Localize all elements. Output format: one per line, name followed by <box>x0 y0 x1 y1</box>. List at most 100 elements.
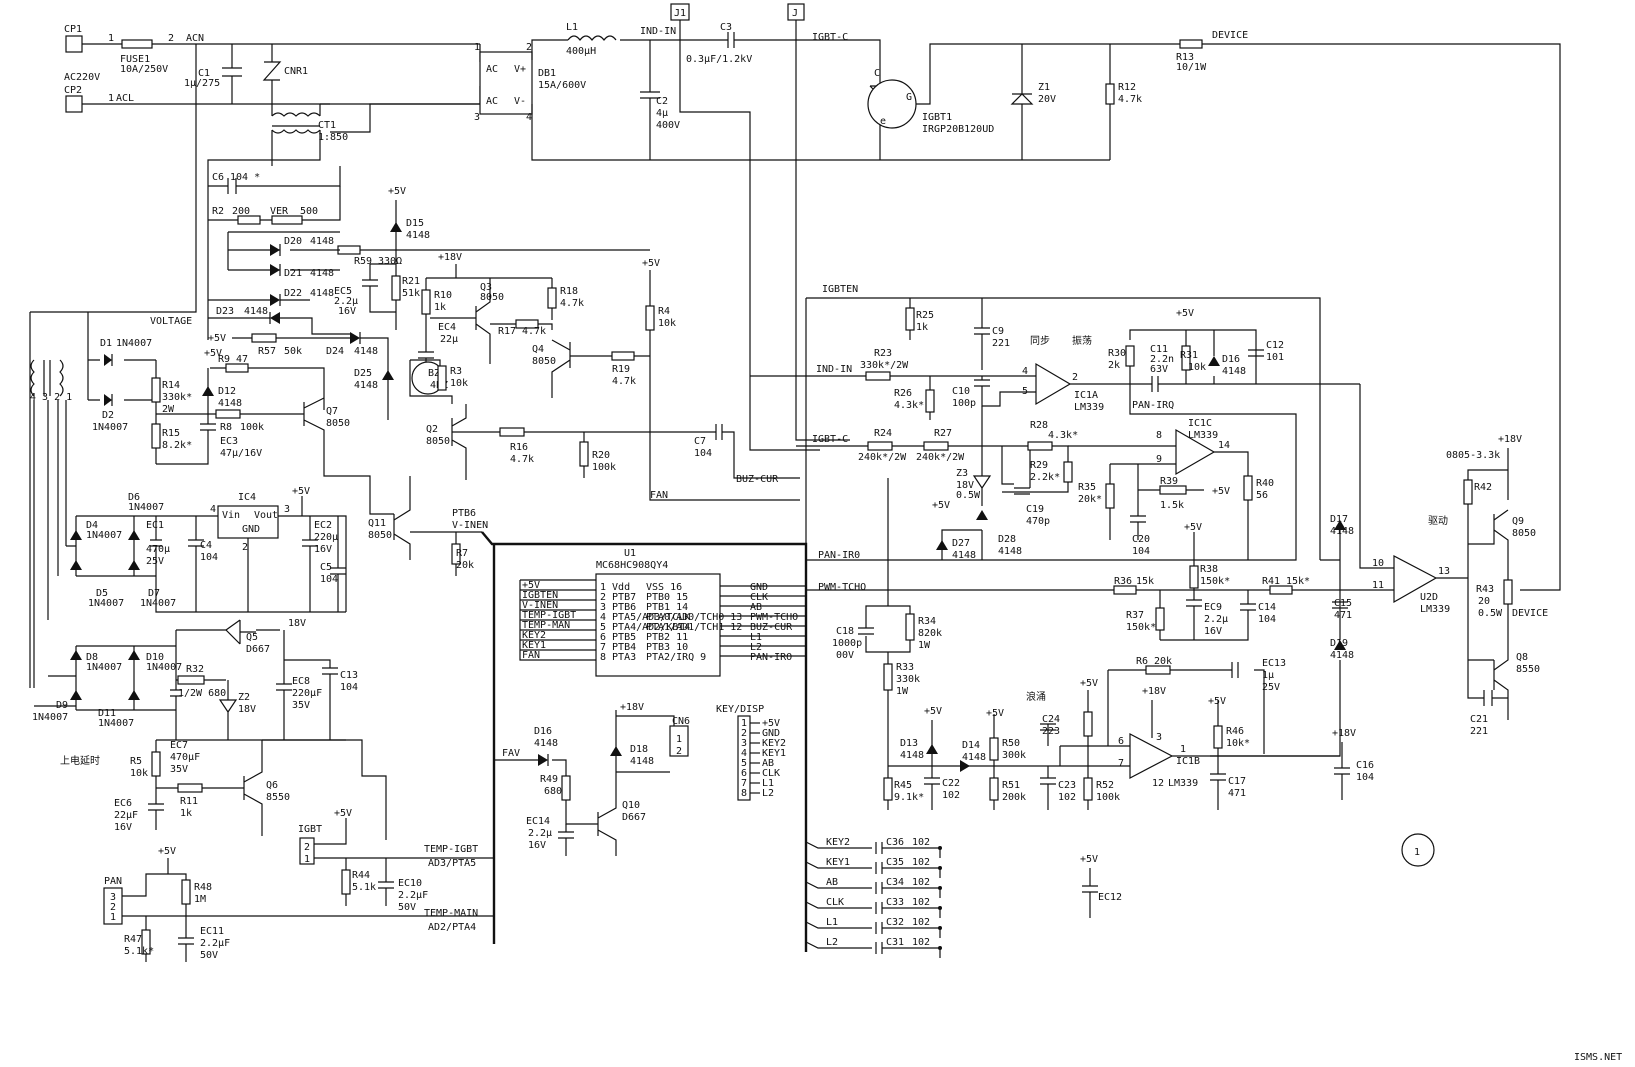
svg-text:50V: 50V <box>200 950 218 961</box>
svg-text:R42: R42 <box>1474 482 1492 493</box>
svg-text:GND: GND <box>750 582 768 593</box>
svg-text:IGBT-C: IGBT-C <box>812 434 848 445</box>
junction-dot <box>938 886 942 890</box>
svg-text:LM339: LM339 <box>1074 402 1104 413</box>
r34 <box>905 613 915 641</box>
svg-text:+5V: +5V <box>986 708 1004 719</box>
svg-text:1/2W 680: 1/2W 680 <box>178 688 226 699</box>
r47 <box>141 929 151 955</box>
svg-text:104: 104 <box>1132 546 1150 557</box>
svg-text:PWM-TCHO: PWM-TCHO <box>750 612 798 623</box>
svg-text:8050: 8050 <box>480 292 504 303</box>
c1-value: 1μ/275 <box>184 78 220 89</box>
svg-text:PAN-IR0: PAN-IR0 <box>818 550 860 561</box>
db1-value: 15A/600V <box>538 80 586 91</box>
svg-text:D21: D21 <box>284 268 302 279</box>
svg-text:35V: 35V <box>292 700 310 711</box>
r10 <box>421 289 431 315</box>
svg-text:1: 1 <box>676 734 682 745</box>
svg-text:2.2μ: 2.2μ <box>1204 614 1228 625</box>
svg-text:TEMP-IGBT: TEMP-IGBT <box>522 610 576 621</box>
svg-text:C19: C19 <box>1026 504 1044 515</box>
svg-text:8550: 8550 <box>1516 664 1540 675</box>
r12 <box>1105 83 1115 105</box>
r32 <box>177 675 205 685</box>
aux-power-supply: VOLTAGE D1 1N4007 D2 1N4007 4 3 2 1 +5V … <box>29 44 394 840</box>
svg-text:IGBTEN: IGBTEN <box>522 590 558 601</box>
c1-ref: C1 <box>198 68 210 79</box>
svg-text:振荡: 振荡 <box>1072 334 1092 347</box>
svg-text:25V: 25V <box>146 556 164 567</box>
key-cap-wire <box>805 901 941 918</box>
fuse1-ref: FUSE1 <box>120 54 150 65</box>
junction-dot <box>938 846 942 850</box>
svg-text:TEMP-MAIN: TEMP-MAIN <box>424 908 478 919</box>
r52 <box>1083 777 1093 801</box>
svg-text:+5V: +5V <box>208 333 226 344</box>
svg-text:AC: AC <box>486 96 498 107</box>
svg-text:1: 1 <box>474 42 480 53</box>
svg-text:R23: R23 <box>874 348 892 359</box>
svg-text:2.2k*: 2.2k* <box>1030 472 1060 483</box>
cn6-connector <box>669 725 689 757</box>
r25 <box>905 307 915 331</box>
svg-text:D10: D10 <box>146 652 164 663</box>
svg-text:KEY/DISP: KEY/DISP <box>716 704 764 715</box>
ic1a-comparator <box>1035 362 1072 406</box>
svg-text:Q4: Q4 <box>532 344 544 355</box>
svg-text:4.3k*: 4.3k* <box>1048 430 1078 441</box>
svg-text:+5V: +5V <box>1208 696 1226 707</box>
svg-text:1N4007: 1N4007 <box>32 712 68 723</box>
c6-label: C6 <box>212 172 224 183</box>
svg-text:LM339: LM339 <box>1420 604 1450 615</box>
svg-text:1N4007: 1N4007 <box>86 662 122 673</box>
ic4-regulator <box>217 505 279 539</box>
svg-text:4148: 4148 <box>1330 526 1354 537</box>
svg-text:16V: 16V <box>314 544 332 555</box>
current-sense: C6 104 * R2 200 VER 500 D20 4148 D21 414… <box>208 166 650 420</box>
svg-text:+5V: +5V <box>292 486 310 497</box>
svg-text:12: 12 <box>1152 778 1164 789</box>
svg-text:AB: AB <box>750 602 762 613</box>
r12-value: 4.7k <box>1118 94 1142 105</box>
svg-text:EC9: EC9 <box>1204 602 1222 613</box>
key-cap-ref: C35 <box>886 857 904 868</box>
svg-text:4.7k: 4.7k <box>612 376 636 387</box>
svg-text:J1: J1 <box>674 8 686 19</box>
svg-text:330k: 330k <box>896 674 920 685</box>
svg-text:D6: D6 <box>128 492 140 503</box>
svg-text:Z3: Z3 <box>956 468 968 479</box>
svg-text:C21: C21 <box>1470 714 1488 725</box>
svg-text:240k*/2W: 240k*/2W <box>858 452 907 463</box>
svg-text:PAN-IRO: PAN-IRO <box>750 652 792 663</box>
svg-text:Q3: Q3 <box>480 282 492 293</box>
key-cap-net: L1 <box>826 917 838 928</box>
key-cap-wire <box>805 921 941 938</box>
svg-text:e: e <box>880 116 886 127</box>
svg-text:C7: C7 <box>694 436 706 447</box>
svg-text:Vout: Vout <box>254 510 278 521</box>
svg-text:6: 6 <box>1118 736 1124 747</box>
svg-text:1000p: 1000p <box>832 638 862 649</box>
svg-text:R44: R44 <box>352 870 370 881</box>
svg-text:2: 2 <box>110 902 116 913</box>
r20 <box>579 441 589 467</box>
svg-text:500: 500 <box>300 206 318 217</box>
svg-text:8050: 8050 <box>426 436 450 447</box>
svg-text:D28: D28 <box>998 534 1016 545</box>
svg-text:C24: C24 <box>1042 714 1060 725</box>
c2-v1: 4μ <box>656 108 668 119</box>
svg-text:200k: 200k <box>1002 792 1026 803</box>
svg-text:C5: C5 <box>320 562 332 573</box>
svg-text:R51: R51 <box>1002 780 1020 791</box>
key-disp-pin-num: 7 <box>741 778 747 789</box>
svg-text:R31: R31 <box>1180 350 1198 361</box>
svg-text:1M: 1M <box>194 894 206 905</box>
svg-text:0805-3.3k: 0805-3.3k <box>1446 450 1500 461</box>
svg-text:1k: 1k <box>180 808 192 819</box>
key-cap-value: 102 <box>912 857 930 868</box>
svg-text:50k: 50k <box>284 346 302 357</box>
ac220v-label: AC220V <box>64 72 100 83</box>
